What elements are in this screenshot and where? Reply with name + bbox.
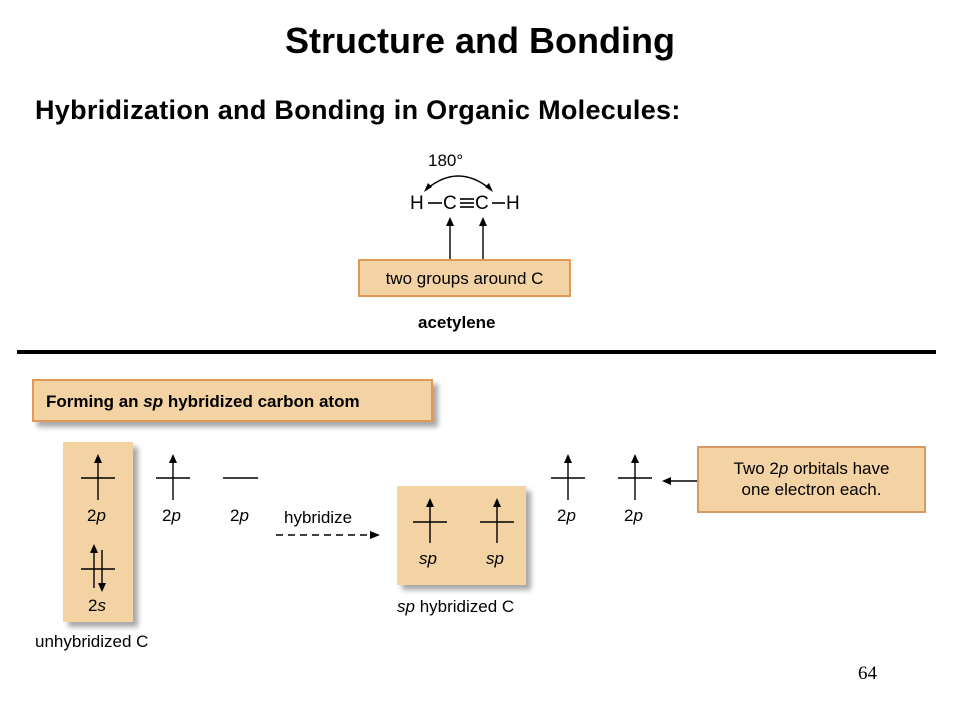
page-number: 64 <box>858 663 877 684</box>
molecule-name: acetylene <box>418 313 496 332</box>
unhybridized-label: unhybridized C <box>35 632 149 651</box>
pointer-arrowhead-c1 <box>446 217 454 226</box>
sp-label-em: sp <box>397 597 415 616</box>
sp-label-rest: hybridized C <box>414 597 515 616</box>
callout-line2: one electron each. <box>741 480 882 499</box>
callout-line1-post: orbitals have <box>788 459 890 478</box>
orbital-label-sp: sp <box>486 549 504 569</box>
orbital-label-2p: 2p <box>230 506 249 526</box>
orbital-label-unhyb-2p: 2p <box>87 506 106 526</box>
orbital-letter: sp <box>419 549 437 568</box>
callout-text: Two 2p orbitals have one electron each. <box>699 458 924 500</box>
orbital-label-unhyb-2s: 2s <box>88 596 106 616</box>
orbital-letter: p <box>239 506 249 525</box>
electron-arrowhead <box>94 454 102 463</box>
callout-box: Two 2p orbitals have one electron each. <box>697 446 926 513</box>
orbital-letter: s <box>97 596 106 615</box>
electron-arrowhead <box>631 454 639 463</box>
electron-arrowhead <box>98 583 106 592</box>
groups-box: two groups around C <box>358 259 571 297</box>
panel-header-em: sp <box>143 392 164 411</box>
callout-pointer-head <box>662 477 671 485</box>
orbital-label-2p: 2p <box>624 506 643 526</box>
callout-line1-pre: Two 2 <box>733 459 779 478</box>
orbital-num: 2 <box>88 596 98 615</box>
pointer-arrowhead-c2 <box>479 217 487 226</box>
atom-c-right: C <box>475 193 489 214</box>
electron-arrowhead <box>426 498 434 507</box>
orbital-label-2p: 2p <box>557 506 576 526</box>
orbital-letter: p <box>633 506 643 525</box>
orbital-num: 2 <box>87 506 97 525</box>
electron-arrowhead <box>493 498 501 507</box>
electron-arrowhead <box>564 454 572 463</box>
sp-hybridized-label: sp hybridized C <box>397 597 514 617</box>
orbital-num: 2 <box>624 506 634 525</box>
orbital-num: 2 <box>230 506 240 525</box>
angle-arc <box>427 175 490 189</box>
electron-arrowhead <box>169 454 177 463</box>
atom-h-left: H <box>410 193 424 214</box>
bond-angle-label: 180° <box>428 151 464 170</box>
atom-c-left: C <box>443 193 457 214</box>
groups-box-text: two groups around C <box>385 269 544 288</box>
orbital-num: 2 <box>162 506 172 525</box>
slide-subtitle: Hybridization and Bonding in Organic Mol… <box>35 95 681 125</box>
orbital-letter: p <box>566 506 576 525</box>
panel-header-pre: Forming an <box>46 392 144 411</box>
orbital-letter: sp <box>486 549 504 568</box>
panel-header-box: Forming an sp hybridized carbon atom <box>32 379 433 422</box>
orbital-num: 2 <box>557 506 567 525</box>
electron-arrowhead <box>90 544 98 553</box>
angle-arrowhead-right <box>485 183 493 192</box>
sp-box <box>397 486 526 585</box>
hybridize-arrowhead <box>370 531 380 539</box>
angle-arrowhead-left <box>424 183 432 192</box>
slide-title: Structure and Bonding <box>285 20 675 61</box>
panel-header: Forming an sp hybridized carbon atom <box>46 392 360 412</box>
panel-header-post: hybridized carbon atom <box>163 392 360 411</box>
orbital-letter: p <box>96 506 106 525</box>
hybridize-label: hybridize <box>284 508 353 527</box>
atom-h-right: H <box>506 193 520 214</box>
orbital-label-2p: 2p <box>162 506 181 526</box>
section-divider <box>17 350 936 354</box>
orbital-label-sp: sp <box>419 549 437 569</box>
orbital-letter: p <box>171 506 181 525</box>
callout-line1-em: p <box>778 459 789 478</box>
